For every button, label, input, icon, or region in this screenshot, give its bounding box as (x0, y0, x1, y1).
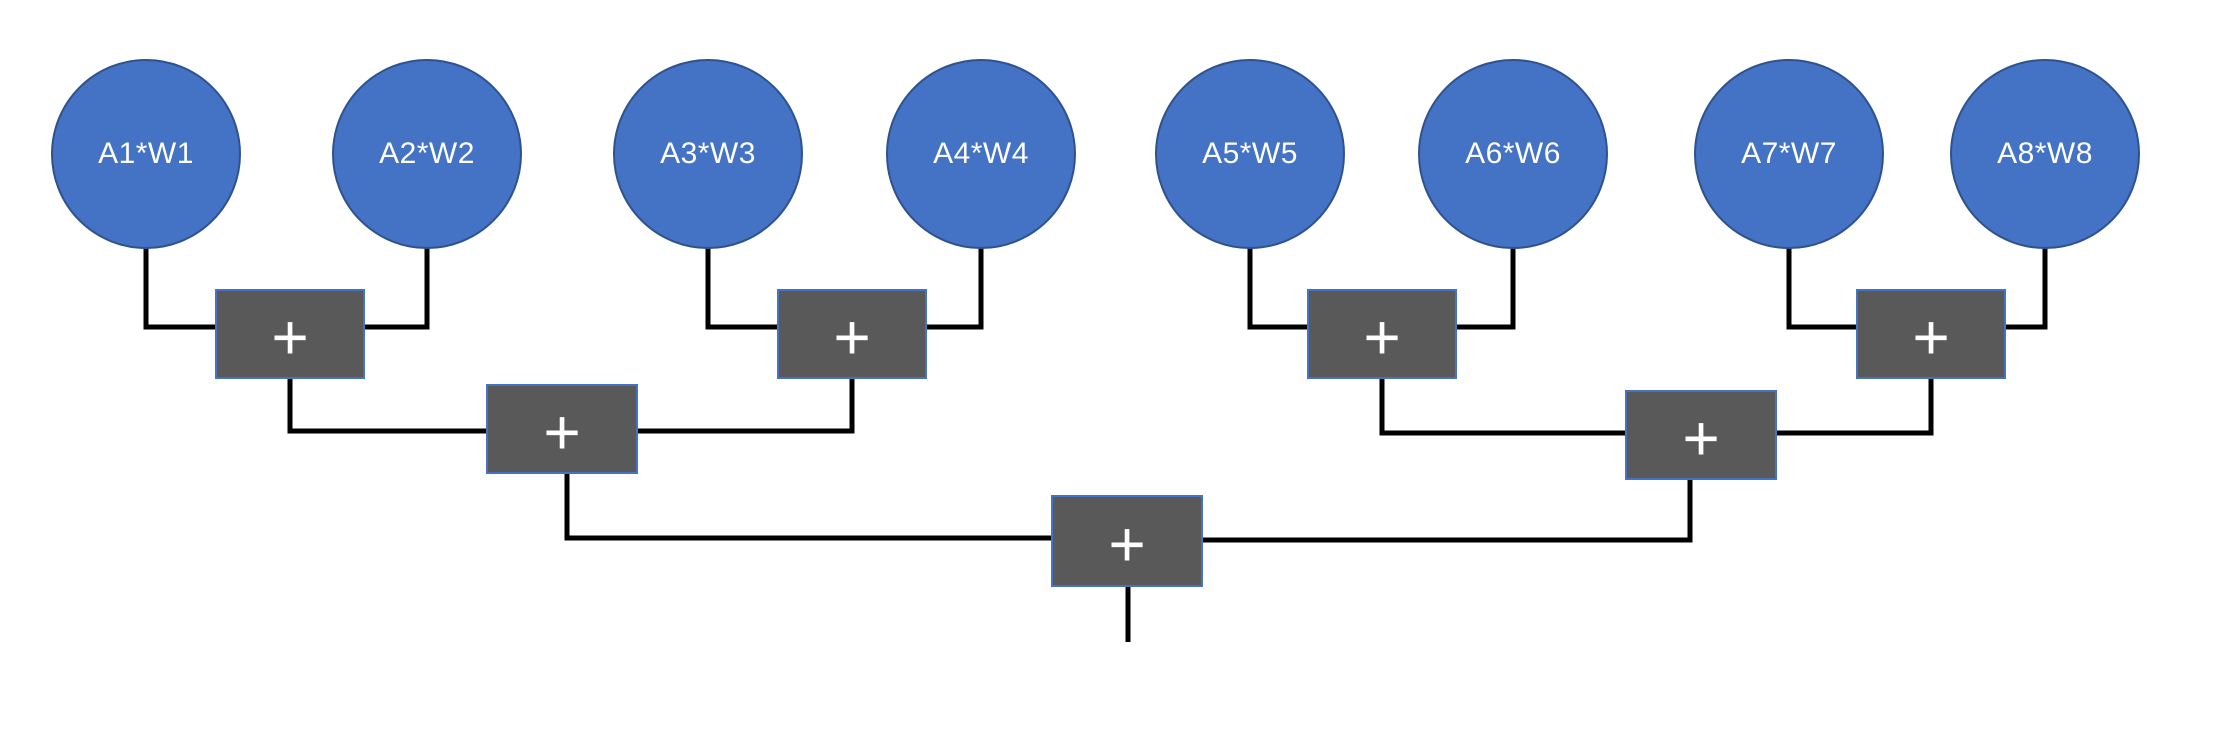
connector-a6w6-to-adder-56 (1453, 243, 1516, 330)
connector-adder-5678-to-root (1198, 476, 1693, 543)
node-a5w5: A5*W5 (1155, 59, 1345, 249)
connector-a5w5-to-adder-56 (1247, 243, 1311, 330)
node-a5w5-label: A5*W5 (1202, 137, 1298, 170)
connector-adder-1234-to-root (564, 470, 1056, 541)
node-a2w2: A2*W2 (332, 59, 522, 249)
adder-56-plus: + (1363, 301, 1401, 373)
connector-a4w4-to-adder-34 (923, 243, 984, 330)
adder-78: + (1856, 289, 2006, 379)
node-a3w3-label: A3*W3 (660, 137, 756, 170)
node-a6w6: A6*W6 (1418, 59, 1608, 249)
node-a4w4-label: A4*W4 (933, 137, 1029, 170)
node-a7w7: A7*W7 (1694, 59, 1884, 249)
node-a6w6-label: A6*W6 (1465, 137, 1561, 170)
node-a8w8-label: A8*W8 (1997, 137, 2093, 170)
connector-a1w1-to-adder-12 (143, 243, 219, 330)
node-a7w7-label: A7*W7 (1741, 137, 1837, 170)
adder-root-plus: + (1108, 508, 1146, 580)
adder-78-plus: + (1912, 301, 1950, 373)
adder-12-plus: + (271, 301, 309, 373)
connector-a3w3-to-adder-34 (705, 243, 781, 330)
adder-5678: + (1625, 390, 1777, 480)
node-a8w8: A8*W8 (1950, 59, 2140, 249)
node-a2w2-label: A2*W2 (379, 137, 475, 170)
node-a3w3: A3*W3 (613, 59, 803, 249)
connector-a8w8-to-adder-78 (2002, 243, 2048, 330)
connector-a7w7-to-adder-78 (1786, 243, 1860, 330)
node-a1w1: A1*W1 (51, 59, 241, 249)
adder-1234: + (486, 384, 638, 474)
adder-34: + (777, 289, 927, 379)
adder-12: + (215, 289, 365, 379)
node-a4w4: A4*W4 (886, 59, 1076, 249)
adder-5678-plus: + (1682, 402, 1720, 474)
adder-34-plus: + (833, 301, 871, 373)
connector-adder-12-to-adder-1234 (287, 375, 490, 434)
connector-adder-56-to-adder-5678 (1379, 375, 1629, 436)
adder-56: + (1307, 289, 1457, 379)
node-a1w1-label: A1*W1 (98, 137, 194, 170)
connector-adder-34-to-adder-1234 (634, 375, 855, 434)
connector-a2w2-to-adder-12 (361, 243, 430, 330)
adder-root: + (1051, 495, 1203, 587)
connector-adder-78-to-adder-5678 (1773, 375, 1934, 436)
adder-1234-plus: + (543, 396, 581, 468)
